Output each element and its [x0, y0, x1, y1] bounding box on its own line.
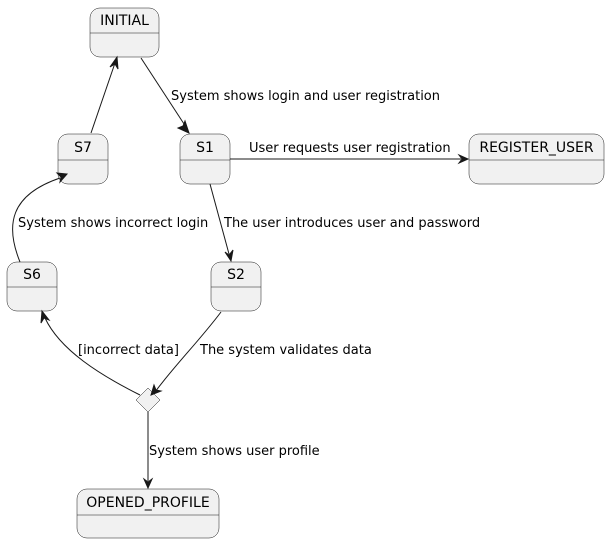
state-opened-profile-label: OPENED_PROFILE: [86, 495, 209, 511]
state-s1-label: S1: [196, 140, 214, 156]
arrowhead-icon: [40, 309, 51, 324]
edge-choice-to-profile: System shows user profile: [142, 412, 320, 490]
state-s6-label: S6: [23, 267, 41, 283]
arrowhead-icon: [150, 383, 163, 396]
state-s2-label: S2: [227, 267, 245, 283]
edge-initial-to-s1: System shows login and user registration: [140, 57, 440, 134]
edge-label-s1-to-s2: The user introduces user and password: [223, 216, 480, 231]
edge-s6-to-s7: System shows incorrect login: [12, 172, 208, 263]
state-register-user-label: REGISTER_USER: [479, 140, 594, 156]
edge-label-s2-to-choice: The system validates data: [199, 343, 372, 358]
state-s7-label: S7: [74, 140, 92, 156]
state-s7: S7: [57, 133, 109, 185]
state-initial: INITIAL: [89, 7, 160, 58]
edge-choice-to-s6: [incorrect data]: [40, 309, 179, 396]
edge-s2-to-choice: The system validates data: [150, 311, 372, 396]
state-s2: S2: [210, 261, 262, 312]
state-opened-profile: OPENED_PROFILE: [76, 488, 220, 539]
edge-s1-to-s2: The user introduces user and password: [209, 183, 480, 263]
arrowhead-icon: [109, 55, 119, 70]
edge-s7-to-initial: [90, 55, 119, 134]
state-s6: S6: [6, 261, 58, 312]
edge-label-choice-to-s6: [incorrect data]: [78, 343, 179, 358]
edge-label-s1-to-register: User requests user registration: [249, 141, 451, 156]
arrowhead-icon: [457, 153, 470, 165]
state-initial-label: INITIAL: [100, 13, 149, 29]
edge-label-s6-to-s7: System shows incorrect login: [18, 216, 208, 231]
edge-s1-to-register: User requests user registration: [230, 141, 470, 165]
arrowhead-icon: [224, 249, 234, 263]
arrowhead-icon: [176, 119, 190, 134]
arrowhead-icon: [55, 172, 69, 184]
edge-label-initial-to-s1: System shows login and user registration: [171, 89, 440, 104]
arrowhead-icon: [142, 477, 154, 490]
state-s1: S1: [179, 133, 231, 185]
edge-label-choice-to-profile: System shows user profile: [149, 444, 320, 459]
state-register-user: REGISTER_USER: [468, 133, 605, 185]
